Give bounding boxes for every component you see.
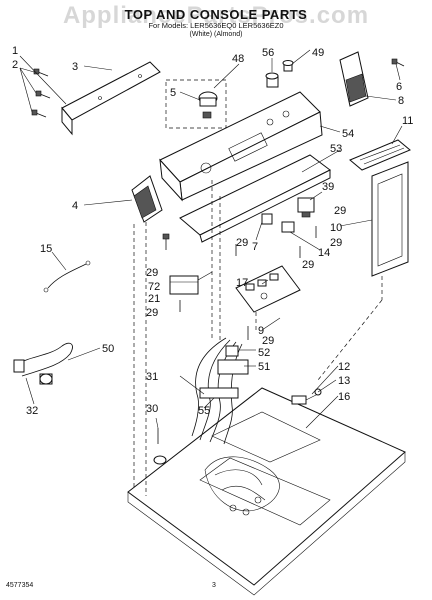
timer-motor <box>169 271 213 295</box>
model-numbers: For Models: LER5636EQ0 LER5636EZ0 <box>148 21 284 30</box>
callout-8: 8 <box>398 95 404 107</box>
callout-15: 15 <box>40 243 52 255</box>
callout-12: 12 <box>338 361 350 373</box>
callout-29b: 29 <box>146 307 158 319</box>
wire-harness <box>191 337 249 445</box>
callout-2: 2 <box>12 59 18 71</box>
right-end-cap <box>339 51 405 107</box>
callout-54: 54 <box>342 128 354 140</box>
harness-connector <box>13 342 73 385</box>
callout-5: 5 <box>170 87 176 99</box>
adjustment-foot <box>153 428 167 465</box>
knob-detail-box <box>165 79 227 129</box>
callout-14: 14 <box>318 247 330 259</box>
callout-29e: 29 <box>330 237 342 249</box>
watermark: AppliancePartsPros.com <box>62 2 370 29</box>
rear-trim <box>61 61 161 136</box>
thermistor-bracket <box>291 388 322 405</box>
document-code: 4577354 <box>6 582 34 589</box>
callout-29a: 29 <box>146 267 158 279</box>
wire-lead <box>43 260 91 293</box>
page-number: 3 <box>212 582 216 589</box>
switch <box>261 197 315 233</box>
callout-17: 17 <box>236 277 248 289</box>
callout-32: 32 <box>26 405 38 417</box>
callout-50: 50 <box>102 343 114 355</box>
callout-4: 4 <box>72 200 78 212</box>
callout-numbers: 1 2 3 4 5 6 7 8 9 10 11 12 13 14 15 16 1… <box>12 45 413 417</box>
screws <box>31 68 51 118</box>
callout-29g: 29 <box>334 205 346 217</box>
control-board <box>235 265 301 313</box>
assembly-guide-lines <box>133 180 383 496</box>
callout-11: 11 <box>402 115 413 127</box>
callout-51: 51 <box>258 361 270 373</box>
callout-29d: 29 <box>302 259 314 271</box>
dryer-top-panel <box>127 387 406 596</box>
callout-72: 72 <box>148 281 160 293</box>
lint-filter-housing <box>371 161 409 277</box>
control-panel-bracket <box>179 154 331 243</box>
callout-48: 48 <box>232 53 244 65</box>
callout-29f: 29 <box>262 335 274 347</box>
callout-10: 10 <box>330 222 342 234</box>
screws-29 <box>162 226 317 340</box>
callout-16: 16 <box>338 391 350 403</box>
callout-56: 56 <box>262 47 274 59</box>
callout-52: 52 <box>258 347 270 359</box>
callout-53: 53 <box>330 143 342 155</box>
callout-29c: 29 <box>236 237 248 249</box>
callout-39: 39 <box>322 181 334 193</box>
callout-3: 3 <box>72 61 78 73</box>
console-end-cap <box>131 175 163 223</box>
callout-49: 49 <box>312 47 324 59</box>
leader-lines <box>19 49 403 429</box>
lint-filter-cover <box>349 139 411 171</box>
callout-9: 9 <box>258 325 264 337</box>
callout-1: 1 <box>12 45 18 57</box>
callout-21: 21 <box>148 293 160 305</box>
callout-30: 30 <box>146 403 158 415</box>
callout-55: 55 <box>198 405 210 417</box>
callout-13: 13 <box>338 375 350 387</box>
diagram-title: TOP AND CONSOLE PARTS <box>124 7 308 22</box>
console-backsplash <box>159 91 323 202</box>
callout-6: 6 <box>396 81 402 93</box>
model-colors: (White) (Almond) <box>189 31 243 38</box>
callout-7: 7 <box>252 241 258 253</box>
control-knobs <box>265 60 294 88</box>
callout-31: 31 <box>146 371 158 383</box>
